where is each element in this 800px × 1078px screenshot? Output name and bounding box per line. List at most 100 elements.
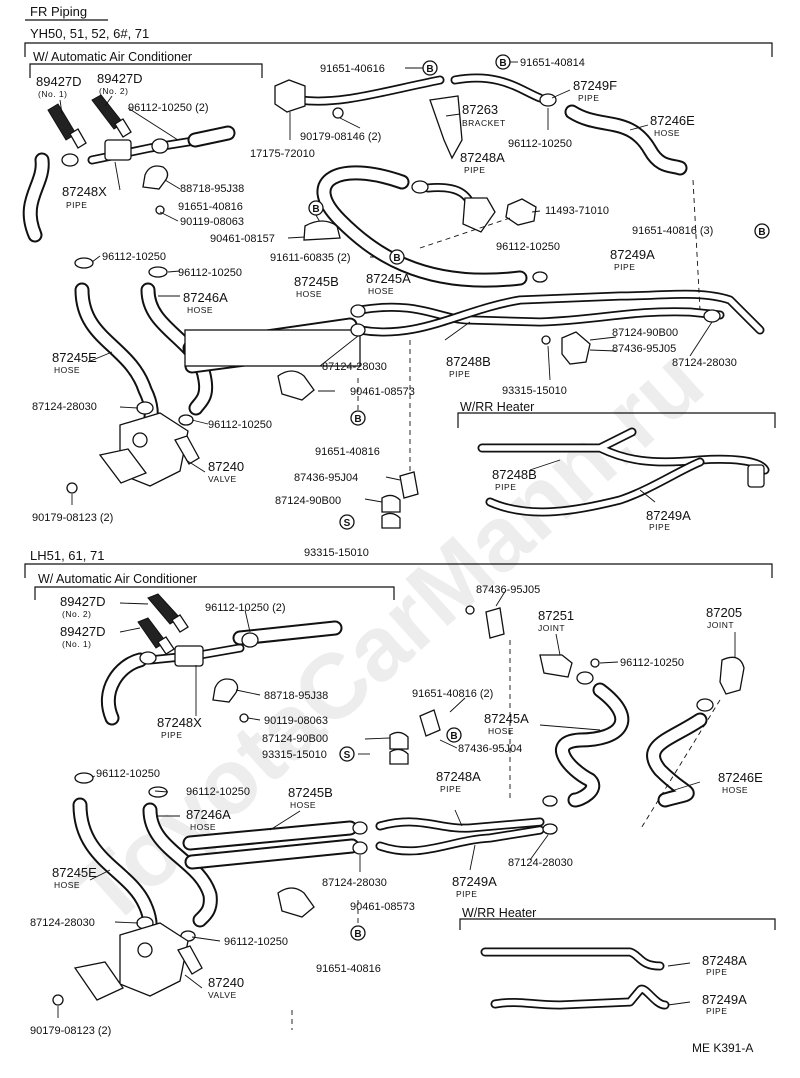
rr-box-top xyxy=(457,412,776,428)
svg-text:HOSE: HOSE xyxy=(290,800,316,810)
pipe-87248A-top xyxy=(423,182,496,233)
svg-text:96112-10250: 96112-10250 xyxy=(496,241,560,253)
valve-87240-bottom xyxy=(52,922,203,1006)
svg-text:87436-95J04: 87436-95J04 xyxy=(458,743,522,755)
svg-text:90119-08063: 90119-08063 xyxy=(180,216,244,228)
svg-text:HOSE: HOSE xyxy=(54,880,80,890)
svg-text:PIPE: PIPE xyxy=(440,784,461,794)
svg-text:(No. 1): (No. 1) xyxy=(62,639,91,649)
svg-text:PIPE: PIPE xyxy=(706,967,727,977)
svg-text:90461-08573: 90461-08573 xyxy=(350,386,415,398)
svg-text:91651-40816: 91651-40816 xyxy=(316,963,381,975)
svg-text:JOINT: JOINT xyxy=(707,620,734,630)
svg-text:B: B xyxy=(499,58,506,69)
svg-text:87436-95J05: 87436-95J05 xyxy=(476,584,540,596)
label-87246E-bottom: 87246E xyxy=(718,770,763,785)
symbol-b: B xyxy=(495,54,511,70)
svg-text:B: B xyxy=(426,64,433,75)
svg-text:HOSE: HOSE xyxy=(296,289,322,299)
label-87248B-rr-top: 87248B xyxy=(492,467,537,482)
symbol-b: B xyxy=(422,60,438,76)
svg-text:HOSE: HOSE xyxy=(190,822,216,832)
subsection-title-top: W/ Automatic Air Conditioner xyxy=(33,50,192,64)
symbol-b: B xyxy=(350,410,366,426)
svg-text:96112-10250: 96112-10250 xyxy=(102,251,166,263)
svg-text:87124-28030: 87124-28030 xyxy=(322,877,387,889)
svg-text:90119-08063: 90119-08063 xyxy=(264,715,328,727)
svg-text:87124-28030: 87124-28030 xyxy=(508,857,573,869)
label-87245B-top: 87245B xyxy=(294,274,339,289)
svg-text:96112-10250: 96112-10250 xyxy=(96,768,160,780)
svg-text:PIPE: PIPE xyxy=(464,165,485,175)
label-87263-top: 87263 xyxy=(462,102,498,117)
svg-text:PIPE: PIPE xyxy=(495,482,516,492)
hose-87246E-bottom xyxy=(646,712,708,808)
svg-text:87124-90B00: 87124-90B00 xyxy=(612,327,678,339)
svg-text:87124-28030: 87124-28030 xyxy=(322,361,387,373)
hose-87245B-top xyxy=(182,317,361,374)
label-87249A-rr-top: 87249A xyxy=(646,508,691,523)
label-87249A-top: 87249A xyxy=(610,247,655,262)
symbol-b: B xyxy=(308,200,324,216)
svg-text:BRACKET: BRACKET xyxy=(462,118,506,128)
label-87248B-top: 87248B xyxy=(446,354,491,369)
svg-text:90179-08123 (2): 90179-08123 (2) xyxy=(32,512,113,524)
section-box-bottom xyxy=(24,563,773,578)
svg-text:B: B xyxy=(312,204,319,215)
subsection-box-top xyxy=(29,63,263,78)
page-title: FR Piping xyxy=(30,4,87,19)
subsection-box-bottom xyxy=(34,586,395,600)
svg-text:93315-15010: 93315-15010 xyxy=(262,749,327,761)
pipe-87248X-bottom xyxy=(100,620,343,726)
rr-title-bottom: W/RR Heater xyxy=(462,906,536,920)
svg-text:PIPE: PIPE xyxy=(649,522,670,532)
svg-text:VALVE: VALVE xyxy=(208,474,237,484)
svg-text:(No. 1): (No. 1) xyxy=(38,89,67,99)
svg-text:93315-15010: 93315-15010 xyxy=(502,385,567,397)
svg-text:17175-72010: 17175-72010 xyxy=(250,148,315,160)
label-87251-bottom: 87251 xyxy=(538,608,574,623)
sensors-bottom xyxy=(137,593,189,655)
label-87245B-bottom: 87245B xyxy=(288,785,333,800)
label-87248A-rr-bottom: 87248A xyxy=(702,953,747,968)
svg-text:(No. 2): (No. 2) xyxy=(62,609,91,619)
label-87245A-top: 87245A xyxy=(366,271,411,286)
svg-text:PIPE: PIPE xyxy=(449,369,470,379)
svg-text:90461-08157: 90461-08157 xyxy=(210,233,275,245)
hose-87245A-top xyxy=(316,165,528,288)
svg-text:PIPE: PIPE xyxy=(161,730,182,740)
svg-text:87124-28030: 87124-28030 xyxy=(672,357,737,369)
svg-text:JOINT: JOINT xyxy=(538,623,565,633)
svg-text:91651-40816: 91651-40816 xyxy=(315,446,380,458)
svg-text:B: B xyxy=(450,731,457,742)
svg-text:87124-90B00: 87124-90B00 xyxy=(275,495,341,507)
svg-text:88718-95J38: 88718-95J38 xyxy=(264,690,328,702)
svg-text:HOSE: HOSE xyxy=(488,726,514,736)
svg-text:B: B xyxy=(354,929,361,940)
svg-text:HOSE: HOSE xyxy=(187,305,213,315)
models-top: YH50, 51, 52, 6#, 71 xyxy=(30,26,149,41)
svg-text:S: S xyxy=(344,750,351,761)
svg-text:PIPE: PIPE xyxy=(456,889,477,899)
label-89427D-no1-bottom: 89427D xyxy=(60,624,106,639)
sensor-89427D-no1 xyxy=(22,103,87,243)
svg-text:PIPE: PIPE xyxy=(614,262,635,272)
hose-87245A-bottom xyxy=(555,682,630,808)
label-87246A-bottom: 87246A xyxy=(186,807,231,822)
label-89427D-no2-top: 89427D xyxy=(97,71,143,86)
svg-text:87436-95J04: 87436-95J04 xyxy=(294,472,358,484)
svg-text:96112-10250 (2): 96112-10250 (2) xyxy=(205,602,286,614)
label-87245A-bottom: 87245A xyxy=(484,711,529,726)
svg-text:S: S xyxy=(344,518,351,529)
label-87248A-bottom: 87248A xyxy=(436,769,481,784)
svg-text:(No. 2): (No. 2) xyxy=(99,86,128,96)
label-87248A-top: 87248A xyxy=(460,150,505,165)
svg-text:96112-10250: 96112-10250 xyxy=(208,419,272,431)
label-87246A-top: 87246A xyxy=(183,290,228,305)
svg-text:B: B xyxy=(354,414,361,425)
svg-text:PIPE: PIPE xyxy=(578,93,599,103)
svg-text:90461-08573: 90461-08573 xyxy=(350,901,415,913)
valve-87240-top xyxy=(66,412,200,494)
label-87246E-top: 87246E xyxy=(650,113,695,128)
